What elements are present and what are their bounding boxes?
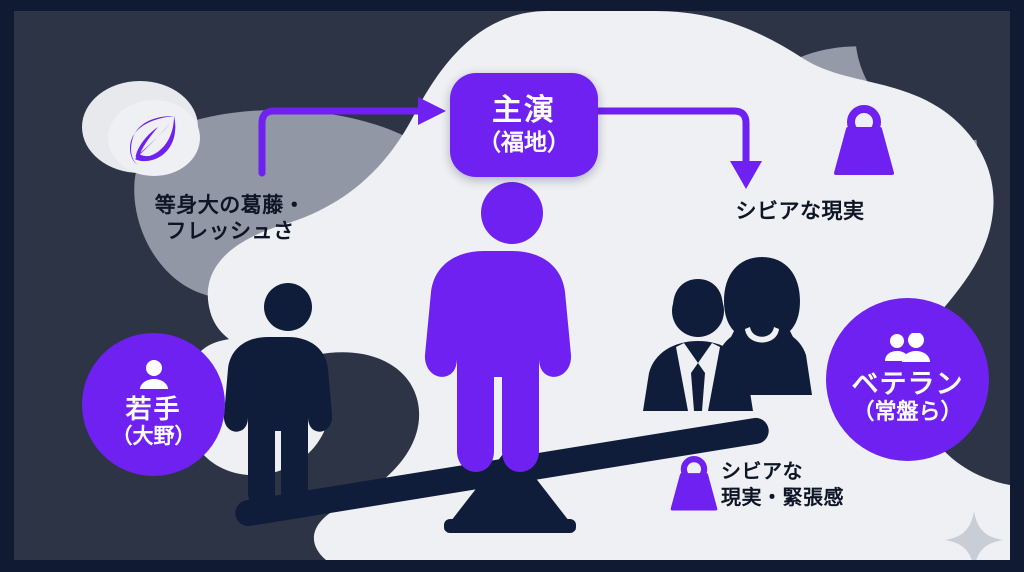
label-fresh-conflict: 等身大の葛藤・ フレッシュさ — [154, 194, 306, 243]
weight-icon-bottom — [669, 456, 719, 512]
weight-icon-top — [832, 105, 896, 177]
badge-veteran[interactable]: ベテラン （常盤ら） — [826, 298, 989, 461]
person-icon — [137, 359, 171, 394]
weight-icon — [834, 105, 894, 175]
slide-panel: 主演 （福地） 若手 （大野） — [14, 11, 1010, 560]
label-tension: シビアな 現実・緊張感 — [721, 461, 844, 509]
badge-veteran-subtitle: （常盤ら） — [852, 399, 963, 425]
leaf-icon — [108, 100, 200, 176]
center-node-subtitle: （福地） — [478, 128, 570, 155]
leaf-icon-chip — [108, 99, 200, 177]
center-node-lead[interactable]: 主演 （福地） — [450, 73, 598, 177]
weight-icon — [670, 456, 718, 511]
badge-young-title: 若手 — [125, 394, 182, 425]
label-severe-reality: シビアな現実 — [735, 200, 865, 223]
people-group-icon — [884, 332, 931, 368]
badge-young-subtitle: （大野） — [111, 425, 196, 449]
center-node-title: 主演 — [492, 93, 556, 127]
badge-veteran-title: ベテラン — [851, 369, 964, 400]
badge-young[interactable]: 若手 （大野） — [82, 333, 225, 476]
